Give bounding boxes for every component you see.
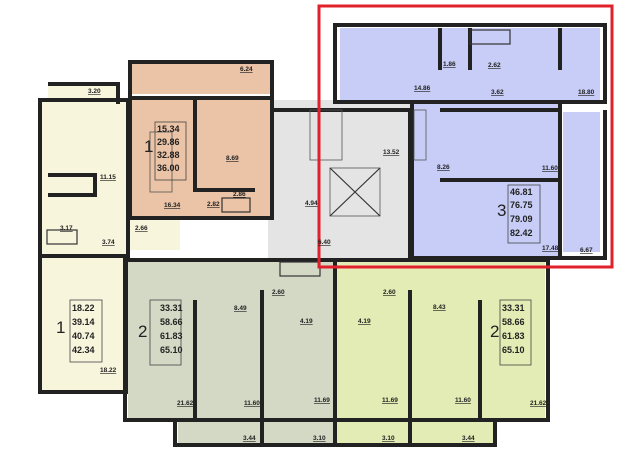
apartment-orange-summary: 1 15.34 29.86 32.88 36.00 xyxy=(144,121,187,181)
svg-text:82.42: 82.42 xyxy=(510,228,533,238)
room-area: 6.24 xyxy=(240,66,253,73)
room-area: 2.82 xyxy=(207,201,220,208)
svg-text:18.22: 18.22 xyxy=(72,303,95,313)
room-area: 4.94 xyxy=(305,200,318,207)
svg-text:46.81: 46.81 xyxy=(510,187,533,197)
apartment-grey-balcony xyxy=(178,420,335,444)
room-area: 2.62 xyxy=(488,62,501,69)
room-area: 13.52 xyxy=(383,149,400,156)
room-area: 6.67 xyxy=(580,247,593,254)
room-area: 3.17 xyxy=(60,225,73,232)
room-area: 16.34 xyxy=(164,202,181,209)
svg-text:79.09: 79.09 xyxy=(510,214,533,224)
room-area: 3.20 xyxy=(88,88,101,95)
svg-text:58.66: 58.66 xyxy=(502,317,525,327)
svg-text:36.00: 36.00 xyxy=(157,163,180,173)
svg-text:61.83: 61.83 xyxy=(502,331,525,341)
room-area: 8.43 xyxy=(433,304,446,311)
room-area: 21.62 xyxy=(530,400,547,407)
fixtures xyxy=(46,29,511,277)
room-area: 4.19 xyxy=(300,318,313,325)
svg-text:2: 2 xyxy=(138,322,147,341)
apartment-grey[interactable] xyxy=(128,262,335,420)
room-area: 3.74 xyxy=(102,239,115,246)
room-area: 14.86 xyxy=(414,85,431,92)
room-area: 11.60 xyxy=(455,397,471,404)
svg-text:61.83: 61.83 xyxy=(160,331,183,341)
room-area: 8.69 xyxy=(226,155,239,162)
apartment-grey-summary: 2 33.31 58.66 61.83 65.10 xyxy=(138,299,183,366)
room-area: 3.62 xyxy=(491,89,504,96)
room-area: 18.80 xyxy=(578,89,595,96)
room-area: 11.15 xyxy=(100,174,116,181)
room-area: 11.60 xyxy=(244,400,260,407)
room-area: 1.86 xyxy=(443,61,456,68)
svg-text:1: 1 xyxy=(144,137,153,156)
room-area: 4.19 xyxy=(358,318,371,325)
room-area: 2.86 xyxy=(233,191,246,198)
apartment-yellow-summary: 2 33.31 58.66 61.83 65.10 xyxy=(490,299,532,366)
svg-text:3: 3 xyxy=(497,201,506,220)
svg-text:15.34: 15.34 xyxy=(157,124,180,134)
svg-text:65.10: 65.10 xyxy=(502,345,525,355)
apartment-blue-summary: 3 46.81 76.75 79.09 82.42 xyxy=(497,184,541,244)
svg-text:29.86: 29.86 xyxy=(157,137,180,147)
svg-text:1: 1 xyxy=(56,318,65,337)
room-area: 3.10 xyxy=(313,435,326,442)
svg-text:42.34: 42.34 xyxy=(72,345,95,355)
svg-text:33.31: 33.31 xyxy=(502,303,525,313)
walls xyxy=(38,23,607,447)
room-area: 3.10 xyxy=(382,435,395,442)
room-area: 3.44 xyxy=(462,435,475,442)
room-area: 3.44 xyxy=(243,435,256,442)
svg-text:76.75: 76.75 xyxy=(510,200,533,210)
room-area: 11.69 xyxy=(382,397,398,404)
room-area: 6.40 xyxy=(318,239,331,246)
svg-text:32.88: 32.88 xyxy=(157,150,180,160)
room-area: 2.60 xyxy=(383,289,396,296)
room-area: 17.48 xyxy=(542,245,559,252)
svg-text:33.31: 33.31 xyxy=(160,303,183,313)
svg-text:2: 2 xyxy=(490,322,499,341)
svg-text:40.74: 40.74 xyxy=(72,331,95,341)
apartment-orange-balcony xyxy=(130,64,270,94)
apartment-left-summary: 1 18.22 39.14 40.74 42.34 xyxy=(56,299,103,363)
svg-text:39.14: 39.14 xyxy=(72,317,95,327)
room-area: 21.62 xyxy=(177,400,194,407)
room-area: 11.69 xyxy=(314,397,330,404)
room-area: 11.60 xyxy=(542,165,558,172)
svg-text:58.66: 58.66 xyxy=(160,317,183,327)
apartment-orange[interactable] xyxy=(130,100,270,218)
highlight-frame xyxy=(317,4,614,269)
svg-text:65.10: 65.10 xyxy=(160,345,183,355)
room-area: 8.26 xyxy=(437,164,450,171)
room-area: 18.22 xyxy=(100,367,117,374)
apartment-yellow[interactable] xyxy=(335,262,545,420)
room-area: 2.66 xyxy=(135,225,148,232)
apartment-yellow-balcony xyxy=(335,420,495,444)
room-area: 2.60 xyxy=(272,289,285,296)
room-area: 8.49 xyxy=(234,305,247,312)
apartment-blue[interactable] xyxy=(340,28,600,258)
